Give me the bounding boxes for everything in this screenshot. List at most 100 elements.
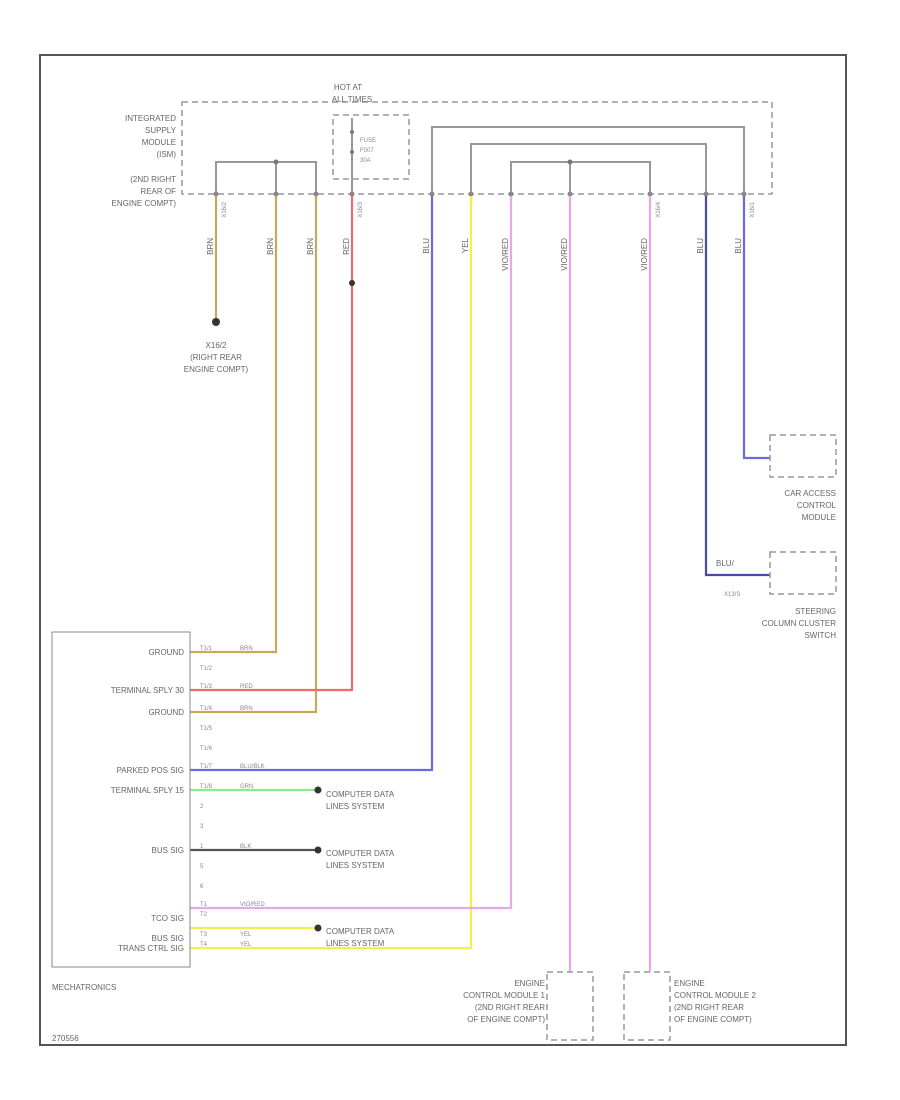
fuse-label: FUSE: [360, 138, 376, 144]
computer-data-3-line-0: COMPUTER DATA: [326, 927, 395, 936]
mech-pin-wire-6: BLU/BLK: [240, 764, 265, 770]
mech-pin-name-7: TERMINAL SPLY 15: [111, 786, 185, 795]
ecm1-line-1: CONTROL MODULE 1: [463, 991, 545, 1000]
top-wire-color-8: VIO/RED: [640, 238, 649, 271]
mech-pin-num-5: T1/6: [200, 746, 213, 752]
fuse-box: [332, 114, 410, 180]
mech-pin-num-8: 2: [200, 804, 204, 810]
mech-pin-wire-0: BRN: [240, 646, 253, 652]
fuse-dot-bottom: [350, 150, 354, 154]
mech-pin-num-1: T1/2: [200, 666, 213, 672]
wires: [190, 196, 770, 972]
ground-point-dot: [212, 318, 220, 326]
computer-data-1-line-1: LINES SYSTEM: [326, 802, 385, 811]
mech-pin-num-12: 6: [200, 884, 204, 890]
ecm2-line-0: ENGINE: [674, 979, 705, 988]
hot-at-label: HOT AT: [334, 83, 362, 92]
ism-inner-splice: [567, 159, 573, 165]
top-wire-color-3: RED: [342, 238, 351, 255]
ecm1-box: [546, 971, 594, 1041]
wire-term-30: [190, 196, 354, 692]
steering-line-2: SWITCH: [804, 631, 836, 640]
ground-point-line-2: ENGINE COMPT): [184, 365, 249, 374]
car-access-module-box: [769, 434, 837, 478]
computer-data-3-dot: [314, 924, 322, 932]
ecm2-box: [623, 971, 671, 1041]
cac-line-1: CONTROL: [797, 501, 837, 510]
wire-ground-1: [190, 196, 278, 654]
top-wire-conn-8: X16/4: [656, 201, 662, 217]
ground-point-line-0: X16/2: [206, 341, 227, 350]
top-wire-color-10: BLU: [734, 238, 743, 254]
computer-data-3-line-1: LINES SYSTEM: [326, 939, 385, 948]
mech-pin-num-9: 3: [200, 824, 204, 830]
mech-pin-wire-2: RED: [240, 684, 253, 690]
diagram-frame: [39, 54, 847, 1046]
mech-pin-name-0: GROUND: [148, 648, 184, 657]
x13a-label: X13/S: [724, 592, 740, 598]
ism-line-5: REAR OF: [140, 187, 176, 196]
red-wire-splice: [349, 280, 355, 286]
diagram-id: 270556: [52, 1034, 79, 1043]
ism-ground-splice: [273, 159, 279, 165]
top-wire-color-5: YEL: [461, 237, 470, 253]
ism-line-1: SUPPLY: [145, 126, 177, 135]
all-times-label: ALL TIMES: [332, 95, 372, 104]
mech-pin-wire-10: BLK: [240, 844, 251, 850]
ism-can-bus-outer: [431, 126, 745, 192]
mech-pin-num-0: T1/1: [200, 646, 213, 652]
mech-pin-num-10: 1: [200, 844, 204, 850]
mech-pin-name-3: GROUND: [148, 708, 184, 717]
top-wire-color-6: VIO/RED: [501, 238, 510, 271]
steering-line-1: COLUMN CLUSTER: [762, 619, 836, 628]
mech-pin-name-14: TCO SIG: [151, 914, 184, 923]
fuse-dot-top: [350, 130, 354, 134]
mech-pin-num-14: T2: [200, 912, 208, 918]
mech-pin-num-11: 5: [200, 864, 204, 870]
top-wire-conn-0: X16/2: [222, 201, 228, 217]
steering-line-0: STEERING: [795, 607, 836, 616]
wire-cac: [742, 196, 770, 460]
ecm2-line-2: (2ND RIGHT REAR: [674, 1003, 744, 1012]
blu-blk-label: BLU/: [716, 559, 735, 568]
wire-ground-2: [190, 196, 318, 714]
mechatronics-box: [51, 631, 191, 968]
top-wire-conn-3: X16/3: [358, 201, 364, 217]
ism-line-6: ENGINE COMPT): [112, 199, 177, 208]
wire-trans-ctrl: [190, 196, 473, 950]
mech-pin-name-15: BUS SIG: [152, 934, 184, 943]
wire-parked-pos: [190, 196, 434, 772]
ism-module-box: [181, 101, 773, 195]
cac-line-0: CAR ACCESS: [784, 489, 836, 498]
fuse-num: F007: [360, 148, 374, 154]
mech-pin-name-10: BUS SIG: [152, 846, 184, 855]
ground-point-line-1: (RIGHT REAR: [190, 353, 242, 362]
top-wire-color-4: BLU: [422, 238, 431, 254]
ism-can-bus-inner: [510, 161, 651, 192]
ecm1-line-3: OF ENGINE COMPT): [467, 1015, 545, 1024]
wire-steering: [704, 196, 770, 577]
mech-pin-num-2: T1/3: [200, 684, 213, 690]
cac-line-2: MODULE: [802, 513, 836, 522]
mech-pin-num-6: T1/7: [200, 764, 213, 770]
top-wire-color-1: BRN: [266, 238, 275, 255]
ism-line-0: INTEGRATED: [125, 114, 176, 123]
fuse-amp: 30A: [360, 158, 371, 164]
mech-pin-num-15: T3: [200, 932, 208, 938]
ism-ground-bus: [215, 161, 317, 192]
ecm2-line-3: OF ENGINE COMPT): [674, 1015, 752, 1024]
steering-switch-box: [769, 551, 837, 595]
computer-data-1-line-0: COMPUTER DATA: [326, 790, 395, 799]
ism-label: INTEGRATED SUPPLY MODULE (ISM) (2ND RIGH…: [112, 114, 177, 208]
computer-data-2-dot: [314, 846, 322, 854]
ecm1-line-2: (2ND RIGHT REAR: [475, 1003, 545, 1012]
computer-data-2-line-0: COMPUTER DATA: [326, 849, 395, 858]
ism-line-3: (ISM): [156, 150, 176, 159]
mech-pin-num-3: T1/4: [200, 706, 213, 712]
top-wire-color-0: BRN: [206, 238, 215, 255]
mech-pin-wire-7: GRN: [240, 784, 253, 790]
ism-line-4: (2ND RIGHT: [130, 175, 176, 184]
